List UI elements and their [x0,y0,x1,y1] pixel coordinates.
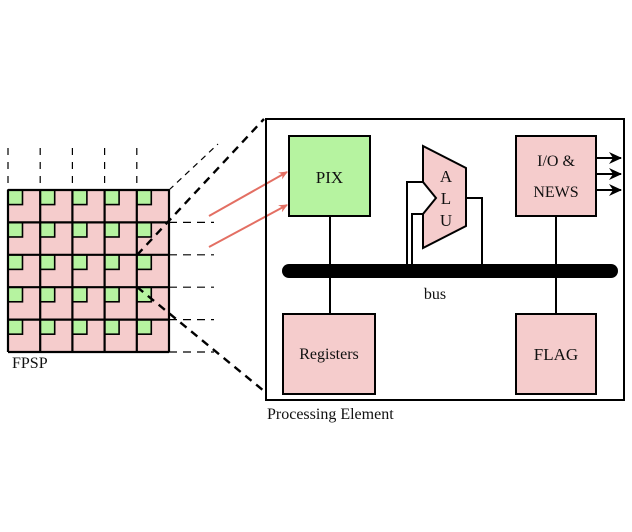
fpsp-pixel-cell [103,254,120,271]
fpsp-pixel-cell [39,221,56,238]
pix-label: PIX [316,168,343,187]
alu-output-wire [466,197,483,268]
fpsp-pixel-cell [7,221,24,238]
fpsp-pixel-cell [7,189,24,206]
io-news-label-line1: I/O & [537,153,575,170]
fpsp-pixel-cell [136,189,153,206]
zoom-connector [136,118,265,392]
alu-letter-u: U [440,211,452,230]
fpsp-pixel-cell [7,286,24,303]
bus-label: bus [424,286,446,303]
pixel-input-arrows [208,171,288,248]
fpsp-pixel-cell [71,254,88,271]
alu-shape [422,144,467,250]
fpsp-pixel-cell [136,318,153,335]
fpsp-pixel-cell [136,254,153,271]
flag-block: FLAG [515,313,597,395]
alu-letter-a: A [440,167,453,186]
alu-input-a-wire [406,181,423,268]
fpsp-pixel-cell [39,286,56,303]
processing-element-box [265,118,625,401]
alu-input-b-wire [411,213,424,268]
fpsp-pixel-cell [136,221,153,238]
fpsp-pixel-cell [7,318,24,335]
pix-block: PIX [288,135,371,217]
registers-block: Registers [282,313,376,395]
alu-block: A L U [422,144,467,250]
fpsp-pixel-cell [39,254,56,271]
alu-letter-l: L [441,189,451,208]
fpsp-pixel-array [6,188,171,354]
fpsp-pixel-cell [103,286,120,303]
fpsp-label: FPSP [12,355,48,372]
fpsp-pixel-cell [39,189,56,206]
registers-box [282,313,376,395]
fpsp-pixel-cell [71,318,88,335]
io-news-block: I/O & NEWS [515,135,622,217]
io-news-box [515,135,597,217]
pixel-input-arrow [208,171,288,217]
fpsp-pixel-cell [71,189,88,206]
fpsp-pixel-cell [71,286,88,303]
zoom-line-top [136,118,265,256]
io-output-arrows [596,152,622,196]
processing-element-title: Processing Element [267,406,394,423]
io-news-label-line2: NEWS [533,184,578,201]
fpsp-pixel-cell [103,221,120,238]
fpsp-pixel-cell [7,254,24,271]
fpsp-pixel-cell [39,318,56,335]
zoom-line-thin [168,143,219,191]
fpsp-pixel-cell [103,318,120,335]
flag-label: FLAG [534,345,578,364]
fpsp-pixel-cell [71,221,88,238]
fpsp-array-continuation [7,148,214,353]
pixel-input-arrow [208,204,288,248]
fpsp-pixel-cell [103,189,120,206]
flag-box [515,313,597,395]
registers-label: Registers [299,346,359,363]
wires [329,181,557,314]
pix-box [288,135,371,217]
